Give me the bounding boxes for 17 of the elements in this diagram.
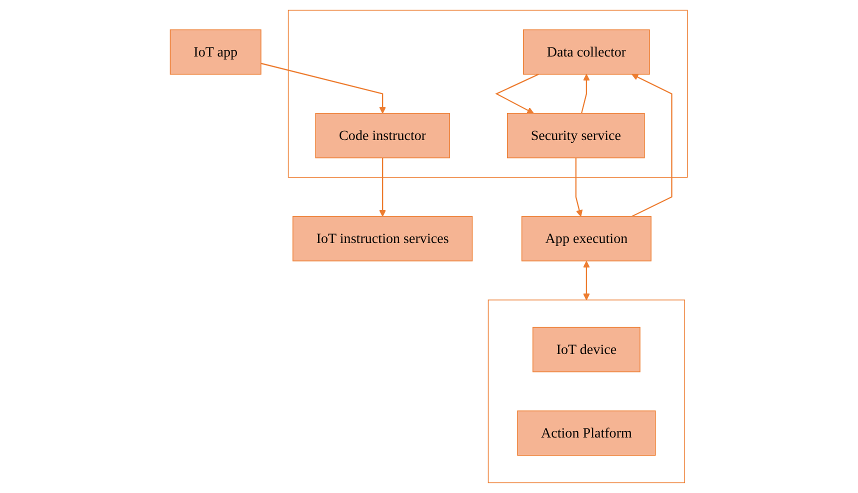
arrow [583, 260, 590, 300]
arrow [576, 158, 583, 217]
node-box: Security service [507, 112, 645, 158]
cluster [288, 10, 688, 178]
node-box: IoT instruction services [292, 216, 473, 262]
arrow [261, 62, 386, 114]
cluster [488, 300, 686, 484]
arrow [581, 74, 590, 114]
node-box: IoT device [532, 326, 641, 372]
arrow [632, 74, 673, 217]
node-box: IoT app [170, 29, 262, 75]
node-box: Data collector [523, 29, 650, 75]
node-box: Code instructor [315, 112, 450, 158]
arrow [379, 158, 386, 217]
node-box: Action Platform [517, 410, 656, 456]
arrow [495, 74, 539, 114]
node-box: App execution [522, 216, 652, 262]
